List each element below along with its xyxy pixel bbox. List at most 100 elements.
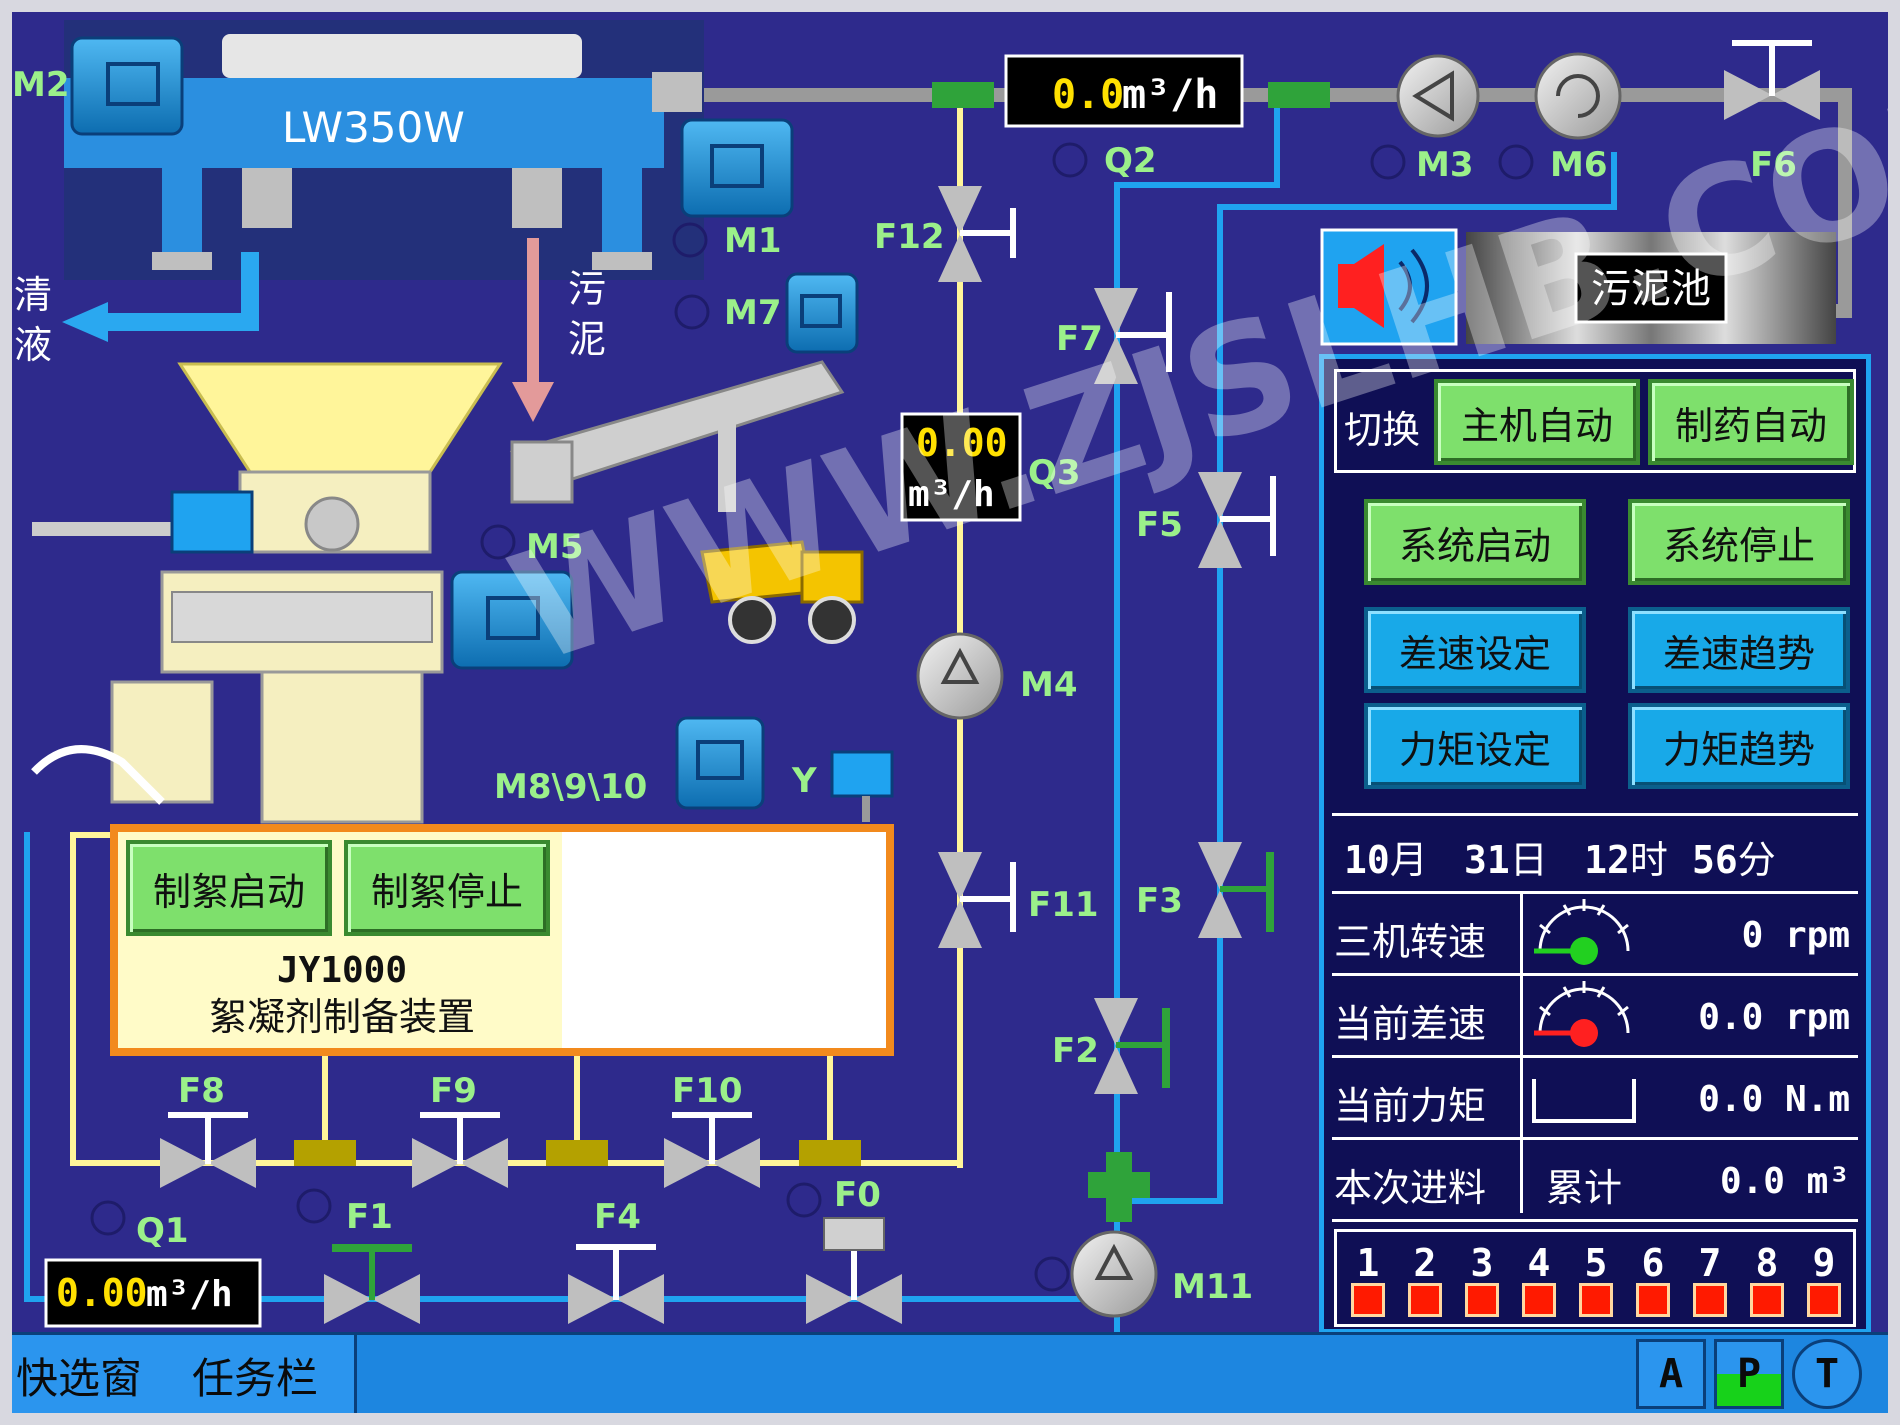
sludge-pipe-bottom: [70, 1160, 963, 1166]
label-m8-9-10: M8\9\10: [494, 767, 647, 807]
label-m4: M4: [1020, 665, 1078, 705]
alarm-lamp: [1465, 1283, 1499, 1317]
diff-speed-trend-button[interactable]: 差速趋势: [1628, 607, 1850, 693]
label-m2: M2: [12, 65, 70, 105]
valve-f4[interactable]: [568, 1244, 664, 1324]
tee-top-2: [1268, 82, 1330, 108]
row-label-current-diff-speed: 当前差速: [1334, 1002, 1487, 1046]
motor-m5[interactable]: [450, 570, 574, 670]
label-m5: M5: [526, 527, 584, 567]
alarm-lamp: [1750, 1283, 1784, 1317]
alarm-lamp: [1807, 1283, 1841, 1317]
quick-window-button[interactable]: 快选窗: [16, 1354, 143, 1403]
alarm-lamp: [1522, 1283, 1556, 1317]
pump-m11[interactable]: [1070, 1230, 1158, 1318]
valve-f7[interactable]: [1094, 288, 1172, 384]
label-f8: F8: [178, 1071, 225, 1111]
row-label-current-torque: 当前力矩: [1334, 1084, 1487, 1128]
screw-conveyor: [509, 360, 845, 512]
taskbar: 快选窗 任务栏 A P T: [12, 1332, 1888, 1413]
torque-trend-button[interactable]: 力矩趋势: [1628, 703, 1850, 789]
valve-f6[interactable]: [1724, 40, 1820, 120]
label-f7: F7: [1056, 319, 1103, 359]
mode-p-button[interactable]: P: [1714, 1339, 1784, 1409]
label-m11: M11: [1172, 1267, 1253, 1307]
alarm-lamp: [1693, 1283, 1727, 1317]
label-q3: Q3: [1028, 453, 1081, 493]
valve-f5[interactable]: [1198, 472, 1276, 568]
label-f10: F10: [672, 1071, 743, 1111]
valve-f8[interactable]: [160, 1112, 256, 1188]
label-f0: F0: [834, 1175, 881, 1215]
label-m7: M7: [724, 293, 782, 333]
svg-text:0.0: 0.0: [1052, 72, 1124, 118]
valve-f9[interactable]: [412, 1112, 508, 1188]
hopper: [31, 362, 503, 824]
switch-label: 切换: [1344, 408, 1421, 452]
valve-f3[interactable]: [1198, 842, 1274, 938]
alarm-number: 6: [1641, 1241, 1665, 1285]
flocculant-stop-button[interactable]: 制絮停止: [344, 840, 550, 936]
label-f12: F12: [874, 217, 945, 257]
alarm-number: 5: [1584, 1241, 1608, 1285]
valve-f1[interactable]: [324, 1244, 420, 1324]
taskbar-left: [12, 1335, 357, 1413]
svg-text:清: 清: [14, 273, 52, 317]
dosing-auto-button[interactable]: 制药自动: [1648, 379, 1854, 465]
valve-f0[interactable]: [806, 1217, 902, 1324]
valve-y[interactable]: [830, 750, 894, 822]
tee-top-1: [932, 82, 994, 108]
valve-f2[interactable]: [1094, 998, 1170, 1094]
task-bar-button[interactable]: 任务栏: [192, 1354, 319, 1403]
sludge-tank: 污泥池: [1466, 232, 1836, 344]
control-panel: 切换 主机自动 制药自动 系统启动 系统停止 差速设定 差速趋势 力矩设定 力矩…: [1319, 354, 1871, 1334]
pump-m4[interactable]: [916, 632, 1004, 720]
torque-set-button[interactable]: 力矩设定: [1364, 703, 1586, 789]
svg-text:污: 污: [568, 267, 606, 311]
motor-m2[interactable]: [70, 36, 184, 136]
label-f2: F2: [1052, 1031, 1099, 1071]
motor-m8-9-10[interactable]: [675, 716, 765, 810]
torque-bar-icon: [1532, 1079, 1636, 1123]
clear-liquid-arrow: [102, 252, 259, 331]
alarm-number: 3: [1470, 1241, 1494, 1285]
label-f3: F3: [1136, 881, 1183, 921]
host-auto-button[interactable]: 主机自动: [1434, 379, 1640, 465]
alarm-number: 7: [1698, 1241, 1722, 1285]
valve-f10[interactable]: [664, 1112, 760, 1188]
svg-text:m³/h: m³/h: [146, 1274, 233, 1315]
svg-text:m³/h: m³/h: [908, 474, 995, 515]
alarm-speaker-icon[interactable]: [1320, 228, 1458, 346]
flocculant-start-button[interactable]: 制絮启动: [126, 840, 332, 936]
pump-m6[interactable]: [1534, 52, 1622, 140]
motor-m1[interactable]: [672, 118, 794, 258]
row-label-current-feed: 本次进料: [1334, 1166, 1487, 1210]
valve-f11[interactable]: [938, 852, 1016, 948]
label-m3: M3: [1416, 145, 1474, 185]
alarm-number: 2: [1413, 1241, 1437, 1285]
alarm-lamp: [1351, 1283, 1385, 1317]
pump-m3[interactable]: [1396, 54, 1480, 138]
system-start-button[interactable]: 系统启动: [1364, 499, 1586, 585]
row-value-current-torque: 0.0 N.m: [1698, 1079, 1850, 1120]
motor-m7[interactable]: [674, 272, 859, 354]
row-value-three-machine-speed: 0 rpm: [1741, 915, 1850, 956]
system-stop-button[interactable]: 系统停止: [1628, 499, 1850, 585]
row-value-current-feed: 0.0 m³: [1719, 1161, 1850, 1202]
dump-truck: [700, 540, 864, 644]
datetime-display: 10月 31日 12时 56分: [1344, 838, 1776, 882]
hmi-screen: LW350W M2 M1 清 液 污 泥 M7 M5: [12, 12, 1888, 1413]
mode-t-button[interactable]: T: [1792, 1339, 1862, 1409]
mode-a-button[interactable]: A: [1636, 1339, 1706, 1409]
svg-text:0.00: 0.00: [56, 1271, 148, 1315]
flowmeter-bottom: 0.00 m³/h: [44, 1258, 262, 1328]
alarm-lamp: [1408, 1283, 1442, 1317]
label-m1: M1: [724, 221, 782, 261]
mode-switch-group: [1334, 369, 1856, 473]
diff-speed-set-button[interactable]: 差速设定: [1364, 607, 1586, 693]
label-m6: M6: [1550, 145, 1608, 185]
centrifuge-label: LW350W: [282, 103, 465, 152]
valve-f12[interactable]: [938, 186, 1016, 282]
label-f6: F6: [1750, 145, 1797, 185]
flowmeter-q3: 0.00 m³/h: [900, 412, 1022, 522]
